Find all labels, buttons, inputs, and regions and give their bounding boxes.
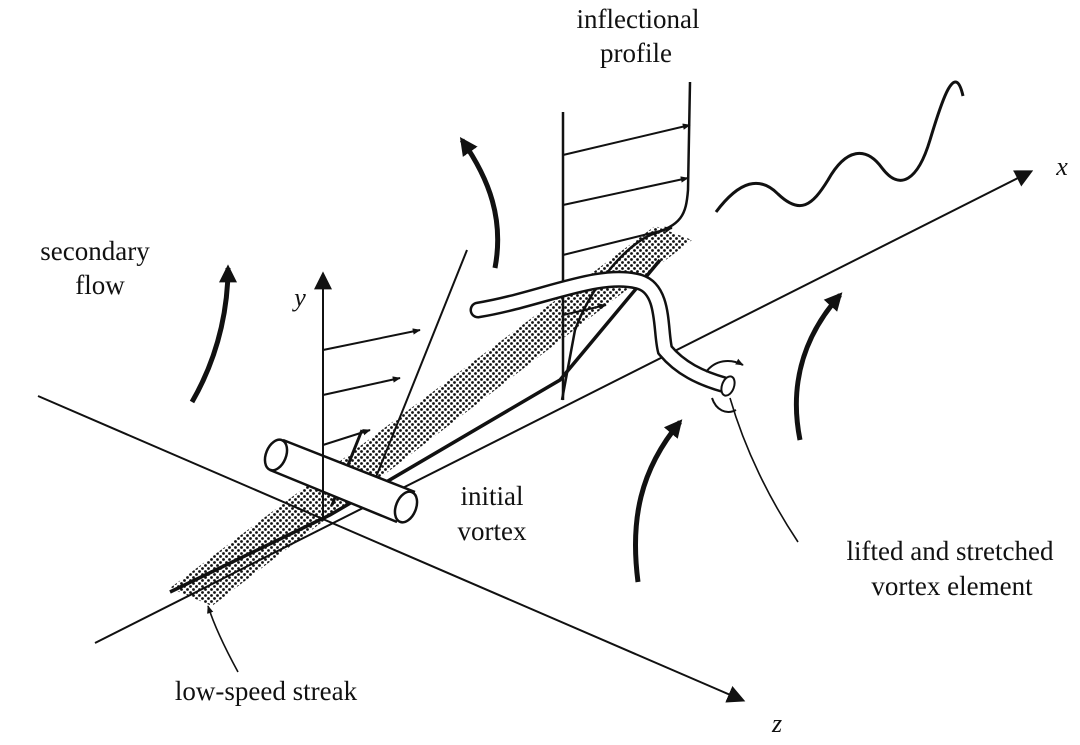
initial-vortex-cylinder [263,438,419,524]
secondary-flow-label-line2: flow [75,270,125,300]
lifted-vortex-label-line2: vortex element [871,571,1033,601]
low-speed-streak-label: low-speed streak [175,676,358,706]
inflectional-label-line2: profile [600,38,672,68]
lifted-vortex-tube [469,270,744,413]
secondary-flow-arrows [189,137,843,583]
lifted-vortex-label-line1: lifted and stretched [847,536,1054,566]
low-speed-streak-band [170,226,692,606]
x-axis [94,170,1034,644]
lifted-vortex-leader [729,397,799,543]
initial-vortex-label-line1: initial [461,481,524,511]
z-axis [37,395,746,703]
y-axis-label: y [291,283,306,312]
low-speed-streak-leader [207,605,239,673]
inflectional-label-line1: inflectional [577,4,700,34]
inflectional-profile [560,81,692,401]
z-axis-label: z [771,709,782,738]
secondary-flow-label-line1: secondary [40,236,150,266]
streak-centerline [169,258,662,594]
x-axis-label: x [1055,152,1068,181]
wavy-breakup-line [714,80,965,213]
initial-vortex-label-line2: vortex [458,516,527,546]
